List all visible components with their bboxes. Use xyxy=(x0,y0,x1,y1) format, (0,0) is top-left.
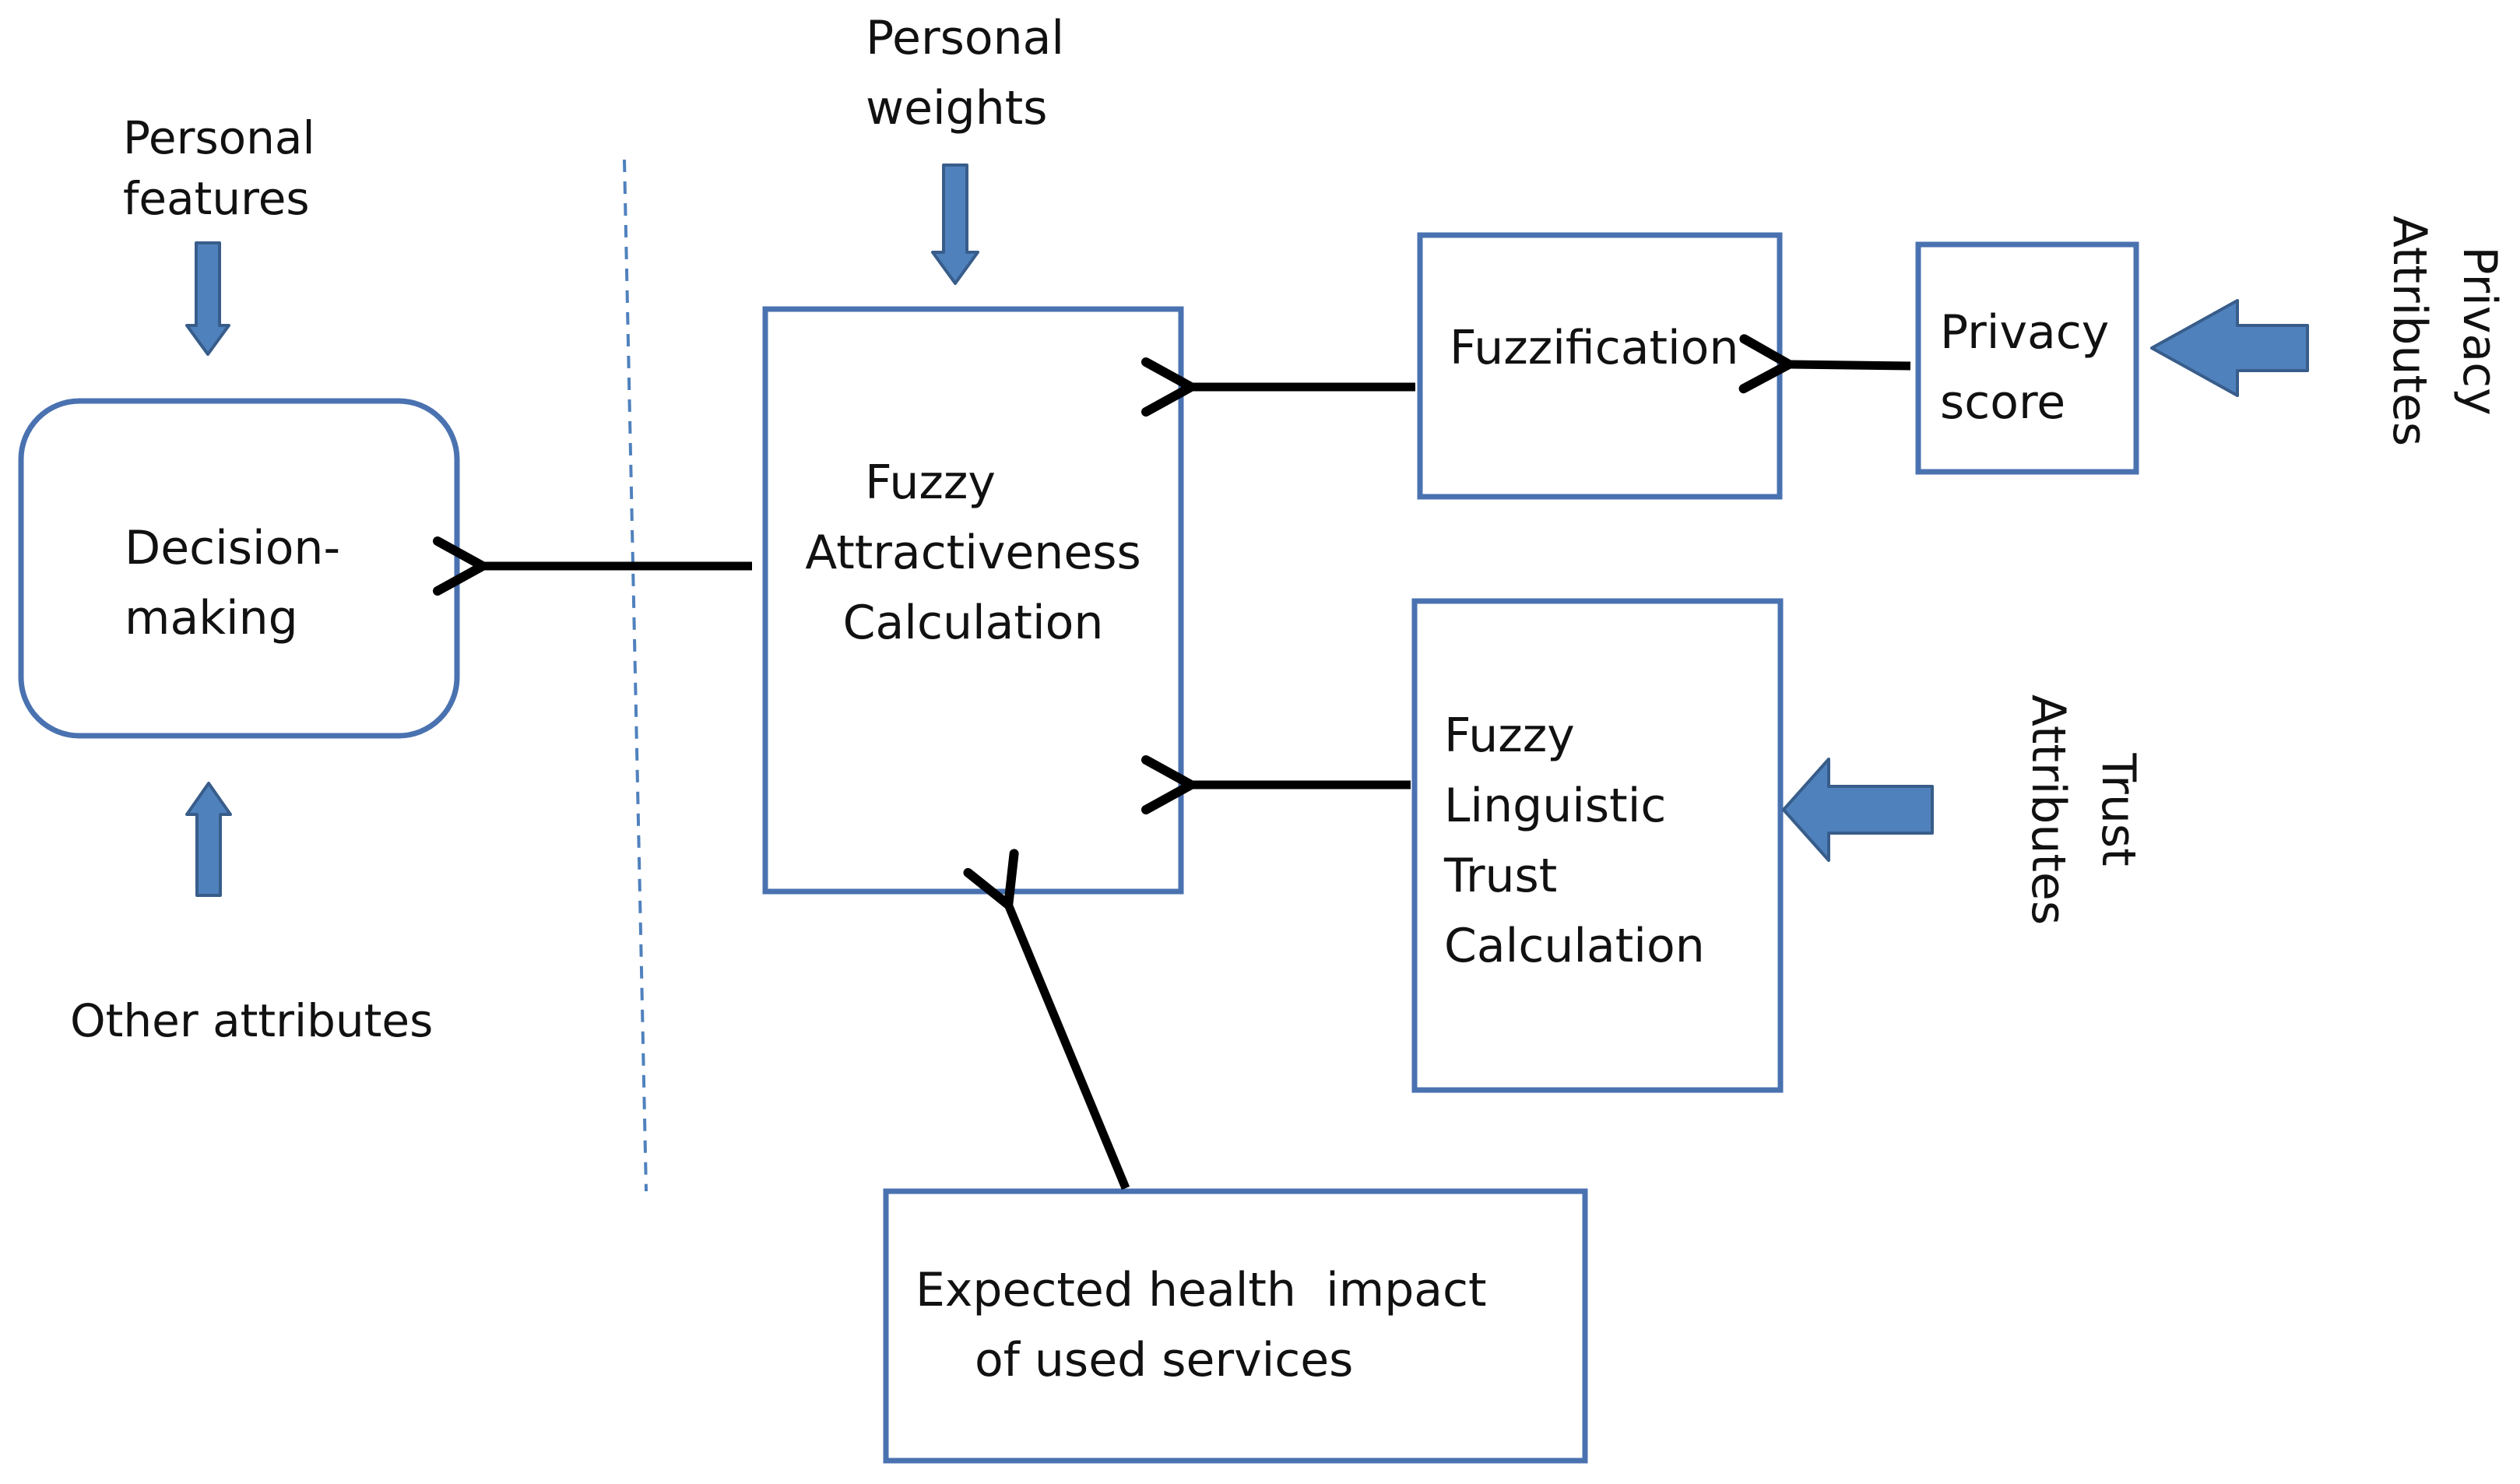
fuzzy-attractiveness-box[interactable] xyxy=(762,306,1184,895)
personal-weights-label: Personal weights xyxy=(866,11,1065,135)
fuzzification-label: Fuzzification xyxy=(1450,321,1739,375)
personal-features-block-arrow xyxy=(185,241,230,356)
trust-attributes-block-arrow xyxy=(1782,758,1934,862)
arrow-privacy-to-fuzzification xyxy=(1738,334,1911,394)
arrow-health-to-attractiveness xyxy=(963,849,1130,1190)
fuzzy-attractiveness-label: Fuzzy Attractiveness Calculation xyxy=(805,455,1141,650)
other-attributes-label: Other attributes xyxy=(70,994,434,1047)
health-impact-box[interactable] xyxy=(883,1188,1588,1464)
privacy-score-label: Privacy score xyxy=(1940,305,2110,430)
fuzzy-trust-label: Fuzzy Linguistic Trust Calculation xyxy=(1444,709,1705,973)
divider-line xyxy=(623,159,648,1192)
privacy-attributes-label: Privacy Attributes xyxy=(2382,215,2507,447)
trust-attributes-label: Trust Attributes xyxy=(2021,694,2146,926)
fuzzy-trust-box[interactable] xyxy=(1411,598,1784,1093)
personal-weights-block-arrow xyxy=(931,164,979,285)
other-attributes-block-arrow xyxy=(185,782,232,897)
privacy-attributes-block-arrow xyxy=(2150,299,2309,397)
privacy-score-box[interactable] xyxy=(1915,241,2139,475)
health-impact-label: Expected health impact of used services xyxy=(916,1263,1487,1387)
decision-making-label: Decision- making xyxy=(125,521,341,645)
personal-features-label: Personal features xyxy=(123,111,315,225)
